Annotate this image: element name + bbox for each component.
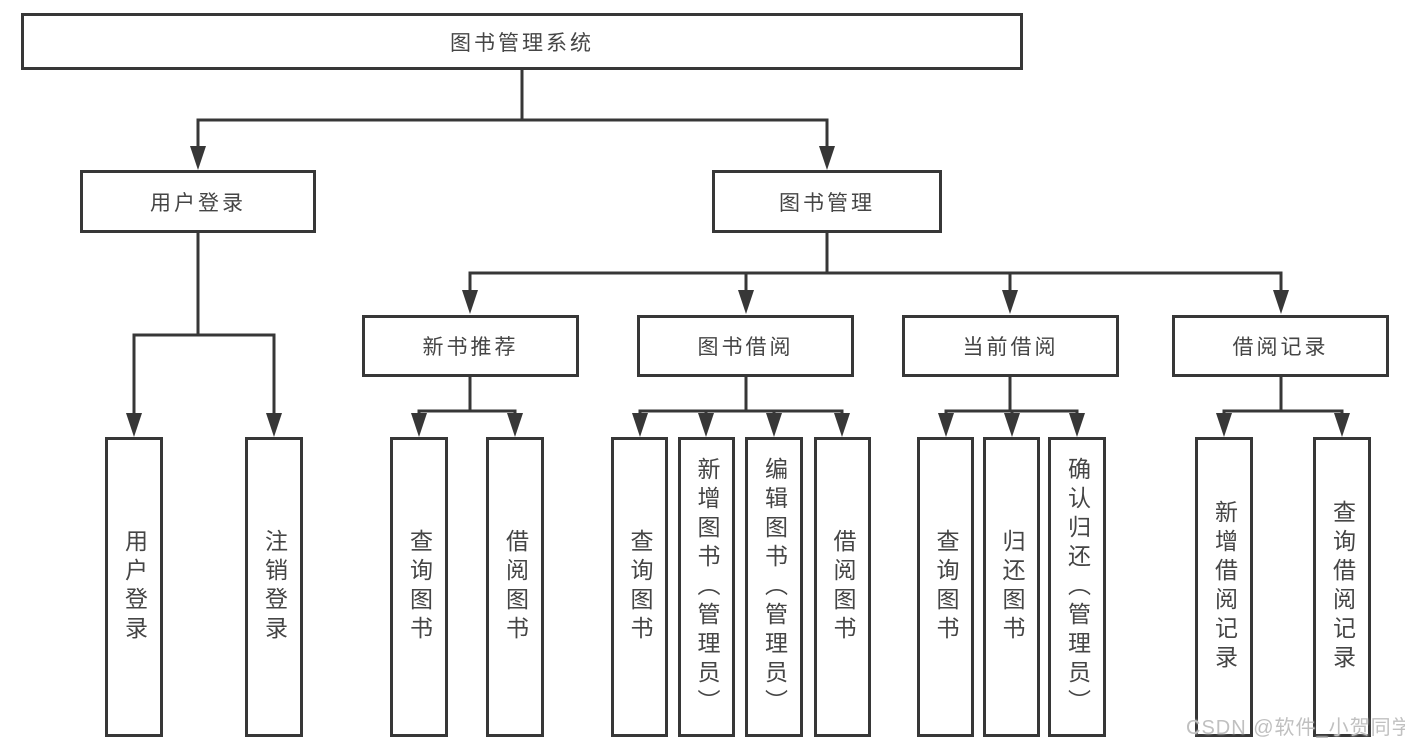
node-leaf-query-books-current: 查询图书 — [917, 437, 974, 737]
node-book-management-label: 图书管理 — [779, 191, 875, 215]
node-leaf-query-books-recommend-label: 查询图书 — [406, 529, 433, 645]
node-book-management: 图书管理 — [712, 170, 942, 233]
node-borrow-records: 借阅记录 — [1172, 315, 1389, 377]
node-leaf-add-borrow-record-label: 新增借阅记录 — [1211, 500, 1238, 674]
node-leaf-add-book-admin-label: 新增图书（管理员） — [694, 456, 720, 718]
node-leaf-borrow-books-label: 借阅图书 — [830, 529, 856, 645]
node-leaf-add-book-admin: 新增图书（管理员） — [678, 437, 735, 737]
node-leaf-confirm-return-admin-label: 确认归还（管理员） — [1064, 456, 1091, 718]
csdn-watermark: CSDN @软件_小贺同学 — [1186, 717, 1405, 739]
node-user-login: 用户登录 — [80, 170, 316, 233]
node-leaf-logout-label: 注销登录 — [261, 529, 288, 645]
node-root: 图书管理系统 — [21, 13, 1023, 70]
node-leaf-query-borrow-record-label: 查询借阅记录 — [1329, 500, 1356, 674]
node-leaf-query-books-recommend: 查询图书 — [390, 437, 448, 737]
node-leaf-return-book: 归还图书 — [983, 437, 1040, 737]
node-borrow-records-label: 借阅记录 — [1232, 336, 1329, 359]
node-new-book-recommend-label: 新书推荐 — [422, 336, 519, 359]
node-new-book-recommend: 新书推荐 — [362, 315, 579, 377]
node-leaf-user-login: 用户登录 — [105, 437, 163, 737]
node-root-label: 图书管理系统 — [450, 31, 594, 55]
node-leaf-confirm-return-admin: 确认归还（管理员） — [1048, 437, 1106, 737]
node-leaf-logout: 注销登录 — [245, 437, 303, 737]
node-current-borrow-label: 当前借阅 — [962, 336, 1059, 359]
node-leaf-return-book-label: 归还图书 — [999, 529, 1025, 645]
node-leaf-query-books-borrow-label: 查询图书 — [627, 529, 653, 645]
node-current-borrow: 当前借阅 — [902, 315, 1119, 377]
node-leaf-borrow-books-recommend: 借阅图书 — [486, 437, 544, 737]
node-leaf-edit-book-admin: 编辑图书（管理员） — [745, 437, 803, 737]
node-leaf-query-books-borrow: 查询图书 — [611, 437, 668, 737]
node-user-login-label: 用户登录 — [150, 191, 246, 215]
node-leaf-user-login-label: 用户登录 — [121, 529, 148, 645]
node-book-borrow-label: 图书借阅 — [697, 336, 794, 359]
node-leaf-query-borrow-record: 查询借阅记录 — [1313, 437, 1371, 737]
node-leaf-add-borrow-record: 新增借阅记录 — [1195, 437, 1253, 737]
node-leaf-edit-book-admin-label: 编辑图书（管理员） — [761, 456, 788, 718]
node-leaf-borrow-books: 借阅图书 — [814, 437, 871, 737]
node-book-borrow: 图书借阅 — [637, 315, 854, 377]
node-leaf-borrow-books-recommend-label: 借阅图书 — [502, 529, 529, 645]
node-leaf-query-books-current-label: 查询图书 — [933, 529, 959, 645]
